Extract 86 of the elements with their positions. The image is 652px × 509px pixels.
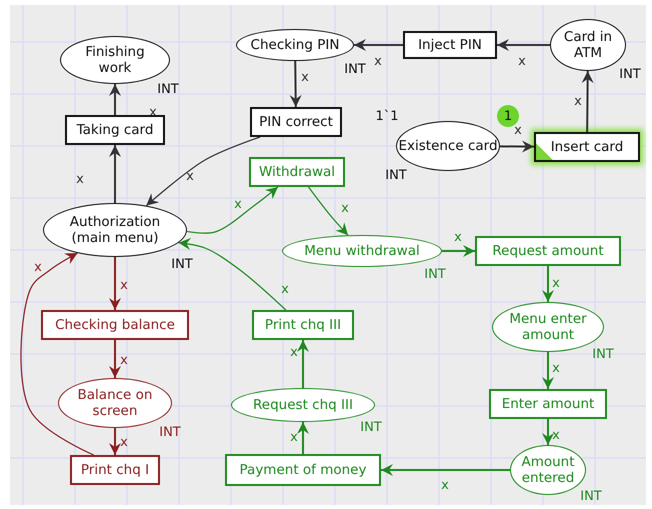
arc-inscription: x	[76, 173, 84, 187]
node-label: PIN correct	[259, 114, 333, 130]
transition-box	[250, 107, 342, 137]
color-set-label: INT	[360, 421, 382, 435]
node-label: Menu enter amount	[508, 311, 588, 343]
arc-arrow	[290, 60, 302, 108]
arc-inscription: x	[234, 198, 242, 212]
node-label: Menu withdrawal	[304, 243, 420, 259]
color-set-label: INT	[159, 426, 181, 440]
transition-box	[70, 455, 160, 485]
transition-box	[65, 115, 165, 145]
arc-arrow	[186, 186, 278, 234]
node-label: Existence card	[398, 138, 498, 154]
node-label: Checking PIN	[250, 37, 340, 53]
arc-inscription: x	[374, 55, 382, 69]
node-label: Withdrawal	[258, 164, 336, 180]
arc-arrow	[109, 145, 121, 203]
arc-inscription: x	[552, 277, 560, 291]
node-label: Finishing work	[84, 44, 146, 76]
arc-inscription: x	[552, 362, 560, 376]
node-label: Enter amount	[502, 396, 594, 412]
node-label: Print chq I	[80, 462, 150, 478]
arc-inscription: x	[290, 346, 298, 360]
color-set-label: INT	[171, 258, 193, 272]
arc-arrow	[381, 464, 510, 476]
transition-box	[403, 31, 497, 59]
arc-inscription: x	[454, 231, 462, 245]
arc-inscription: x	[120, 279, 128, 293]
color-set-label: INT	[157, 83, 179, 97]
transition-box	[249, 157, 345, 187]
color-set-label: INT	[424, 268, 446, 282]
arc-arrow	[109, 84, 121, 115]
arc-arrow	[178, 238, 286, 310]
color-set-label: INT	[619, 68, 641, 82]
transition-box	[41, 310, 189, 340]
arc-arrow	[297, 340, 309, 388]
transition-box	[252, 310, 354, 340]
color-set-label: INT	[344, 63, 366, 77]
arc-inscription: x	[34, 261, 42, 275]
arc-arrow	[109, 340, 121, 378]
arc-inscription: x	[574, 95, 582, 109]
arc-arrow	[297, 422, 309, 454]
arc-arrow	[20, 252, 94, 456]
arc-arrow	[542, 352, 554, 389]
arc-inscription: x	[514, 124, 522, 138]
arc-arrow	[442, 245, 475, 257]
color-set-label: INT	[580, 490, 602, 504]
arc-arrow	[354, 39, 403, 51]
color-set-label: INT	[592, 348, 614, 362]
node-label: Taking card	[76, 122, 154, 138]
arc-inscription: x	[441, 479, 449, 493]
color-set-label: INT	[385, 169, 407, 183]
arc-arrow	[582, 70, 594, 132]
arc-arrow	[308, 186, 348, 236]
node-label: Payment of money	[240, 462, 366, 478]
node-label: Insert card	[550, 139, 624, 155]
arc-arrow	[542, 266, 554, 302]
node-label: Checking balance	[55, 317, 175, 333]
transition-box	[534, 132, 640, 162]
arc-inscription: x	[341, 202, 349, 216]
node-label: Inject PIN	[418, 37, 482, 53]
node-label: Balance on screen	[76, 387, 154, 419]
arc-inscription: x	[290, 431, 298, 445]
arc-arrow	[542, 419, 554, 445]
arc-inscription: x	[301, 71, 309, 85]
arc-arrow	[146, 136, 260, 206]
node-label: Card in ATM	[562, 29, 614, 61]
arc-inscription: x	[120, 436, 128, 450]
node-label: Amount entered	[520, 454, 576, 486]
transition-box	[225, 454, 381, 486]
arc-inscription: x	[518, 55, 526, 69]
transition-box	[489, 389, 607, 419]
arc-inscription: x	[552, 429, 560, 443]
initial-marking: 1`1	[375, 110, 399, 124]
arc-inscription: x	[281, 283, 289, 297]
arc-inscription: x	[120, 354, 128, 368]
arc-arrow	[500, 140, 534, 153]
arc-inscription: x	[186, 170, 194, 184]
node-label: Authorization (main menu)	[68, 214, 162, 246]
arc-arrow	[109, 257, 121, 310]
node-label: Print chq III	[264, 317, 342, 333]
node-label: Request amount	[492, 243, 604, 259]
arc-arrow	[497, 39, 550, 51]
node-label: Request chq III	[253, 397, 353, 413]
arc-arrow	[109, 428, 121, 455]
transition-box	[475, 236, 621, 266]
